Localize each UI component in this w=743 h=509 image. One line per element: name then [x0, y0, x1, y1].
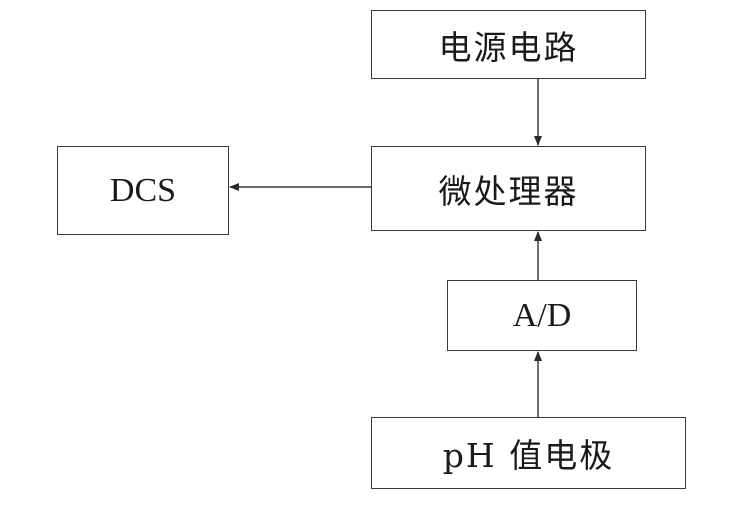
node-ad-converter-label: A/D [512, 296, 572, 334]
node-dcs: DCS [57, 146, 229, 235]
node-ad-converter: A/D [447, 280, 637, 351]
node-microprocessor-label: 微处理器 [438, 171, 579, 211]
node-dcs-label: DCS [109, 171, 177, 209]
node-ph-electrode: pH 值电极 [371, 417, 686, 489]
node-power-circuit: 电源电路 [371, 10, 646, 79]
node-ph-electrode-label: pH 值电极 [442, 436, 615, 475]
node-power-circuit-label: 电源电路 [438, 27, 579, 67]
node-microprocessor: 微处理器 [371, 146, 646, 231]
